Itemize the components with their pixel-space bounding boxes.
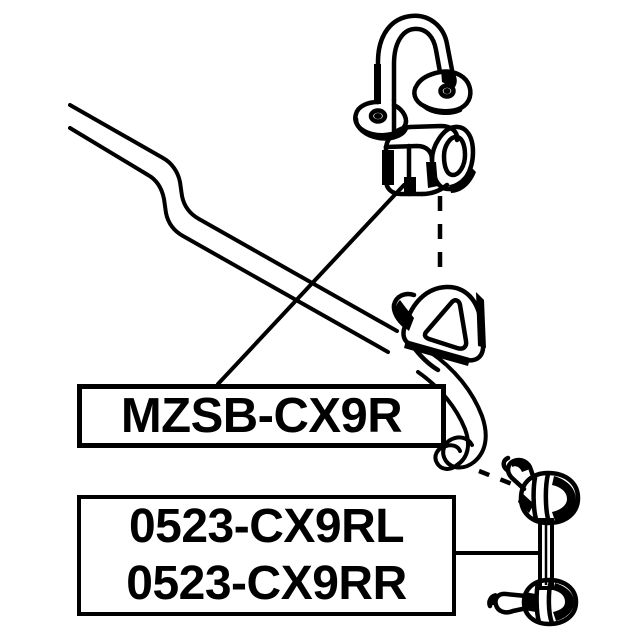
stabilizer-link <box>487 455 581 627</box>
part-label-box-link: 0523-CX9RL 0523-CX9RR <box>77 495 456 616</box>
leader-line-bushing <box>216 183 406 386</box>
bracket-shading <box>374 64 457 119</box>
upper-joint-shading <box>512 459 576 521</box>
stabilizer-bar-bracket <box>353 13 473 141</box>
part-number-bushing: MZSB-CX9R <box>120 388 403 443</box>
part-number-link-left: 0523-CX9RL <box>128 500 405 553</box>
dashed-line-bar-to-link <box>478 468 513 487</box>
part-label-box-bushing: MZSB-CX9R <box>77 384 446 448</box>
part-number-link-right: 0523-CX9RR <box>126 557 407 610</box>
lower-joint-shading <box>487 583 574 621</box>
bushing-shading <box>382 150 476 196</box>
clamp-shading <box>394 292 486 366</box>
